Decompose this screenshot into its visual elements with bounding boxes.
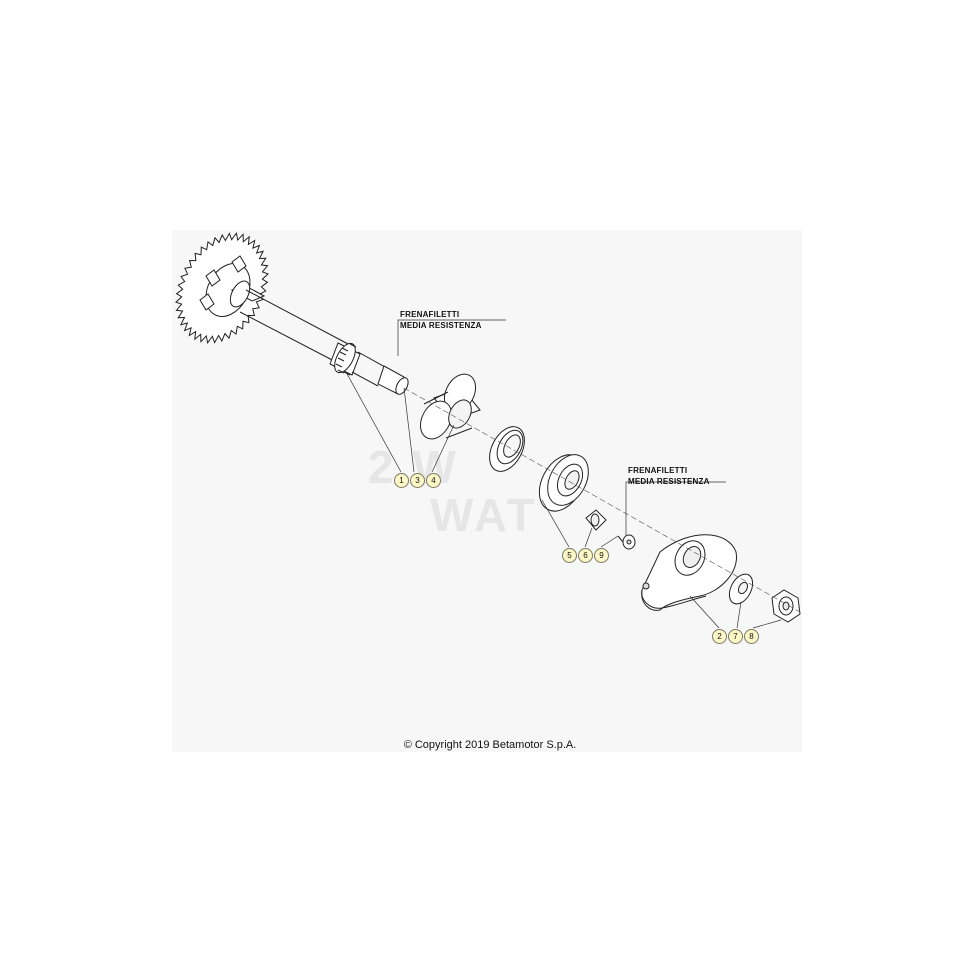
lock-plate — [585, 509, 607, 531]
diagram-canvas — [172, 230, 802, 752]
axis-centerline — [403, 387, 801, 613]
gear-window-2 — [231, 255, 247, 273]
gear-window-1 — [205, 269, 221, 287]
starter-arm — [641, 534, 737, 611]
gear-window-3 — [199, 293, 215, 311]
callout-2[interactable]: 2 — [712, 629, 727, 644]
leader-lines — [345, 319, 782, 629]
threadlocker-note-a-line2: MEDIA RESISTENZA — [400, 321, 482, 330]
threadlocker-note-a: FRENAFILETTI MEDIA RESISTENZA — [400, 309, 482, 331]
threadlocker-note-b-line1: FRENAFILETTI — [628, 466, 688, 475]
callout-5[interactable]: 5 — [562, 548, 577, 563]
callout-6[interactable]: 6 — [578, 548, 593, 563]
washer — [728, 573, 754, 605]
callout-7[interactable]: 7 — [728, 629, 743, 644]
callout-4[interactable]: 4 — [426, 473, 441, 488]
callout-8[interactable]: 8 — [744, 629, 759, 644]
callout-1[interactable]: 1 — [394, 473, 409, 488]
flange-nut — [771, 589, 801, 623]
copyright-text: © Copyright 2019 Betamotor S.p.A. — [403, 739, 577, 751]
threadlocker-note-b-line2: MEDIA RESISTENZA — [628, 477, 710, 486]
oil-seal — [489, 426, 525, 472]
callout-9[interactable]: 9 — [594, 548, 609, 563]
watermark-bottom: WAT — [430, 489, 538, 541]
drive-gear — [175, 231, 269, 345]
callout-3[interactable]: 3 — [410, 473, 425, 488]
kickstart-shaft — [229, 280, 409, 395]
bushing — [419, 373, 481, 440]
threadlocker-note-a-line1: FRENAFILETTI — [400, 310, 460, 319]
countersunk-screw — [617, 534, 636, 550]
threadlocker-note-b: FRENAFILETTI MEDIA RESISTENZA — [628, 465, 710, 487]
ball-bearing — [538, 454, 589, 512]
